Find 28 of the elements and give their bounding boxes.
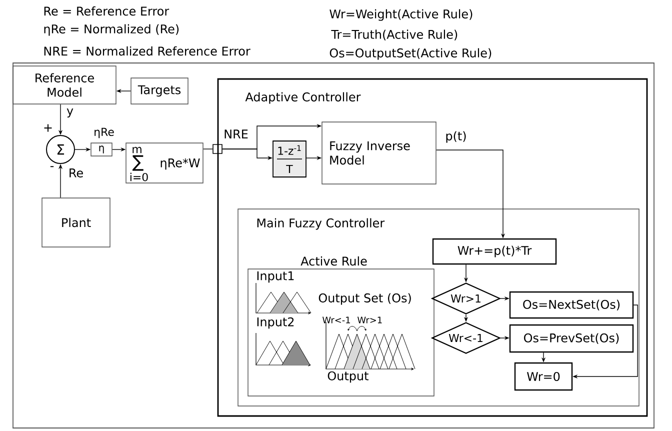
process-box: Reference Model [12, 66, 116, 104]
process-box: Targets [130, 78, 188, 104]
note-text: Wr=Weight(Active Rule) [330, 9, 472, 21]
note-text: Tr=Truth(Active Rule) [331, 30, 458, 40]
edge-label: Re [67, 168, 85, 178]
junction-square [212, 144, 222, 154]
outer-frame [12, 62, 654, 428]
note-text: Os=OutputSet(Active Rule) [330, 48, 492, 60]
process-box: Wr+=p(t)*Tr [432, 238, 557, 265]
process-box: Wr=0 [514, 362, 573, 391]
edge-label: y [65, 108, 75, 119]
node-label: Active Rule [300, 256, 367, 266]
process-box: Plant [42, 198, 110, 248]
filter-box: 1-z$^{-1}$ T [272, 140, 306, 178]
process-box: Os=PrevSet(Os) [509, 324, 634, 353]
note-text: - [50, 166, 54, 168]
note-text: NRE = Normalized Reference Error [44, 46, 250, 56]
summing-junction: Σ [46, 135, 75, 164]
note-text: Re = Reference Error [44, 6, 170, 16]
edge-label: p(t) [444, 130, 468, 144]
process-box: Os=NextSet(Os) [509, 291, 634, 319]
note-text: + [44, 124, 52, 132]
process-box: Fuzzy Inverse Model [322, 122, 436, 184]
note-text: ηRe = Normalized (Re) [44, 24, 179, 36]
box-caption: ηRe [94, 128, 114, 138]
gain-box: η [90, 142, 112, 156]
edge-label: NRE [222, 128, 250, 140]
summation-box: m ∑ i=0 ηRe*W [126, 142, 204, 184]
